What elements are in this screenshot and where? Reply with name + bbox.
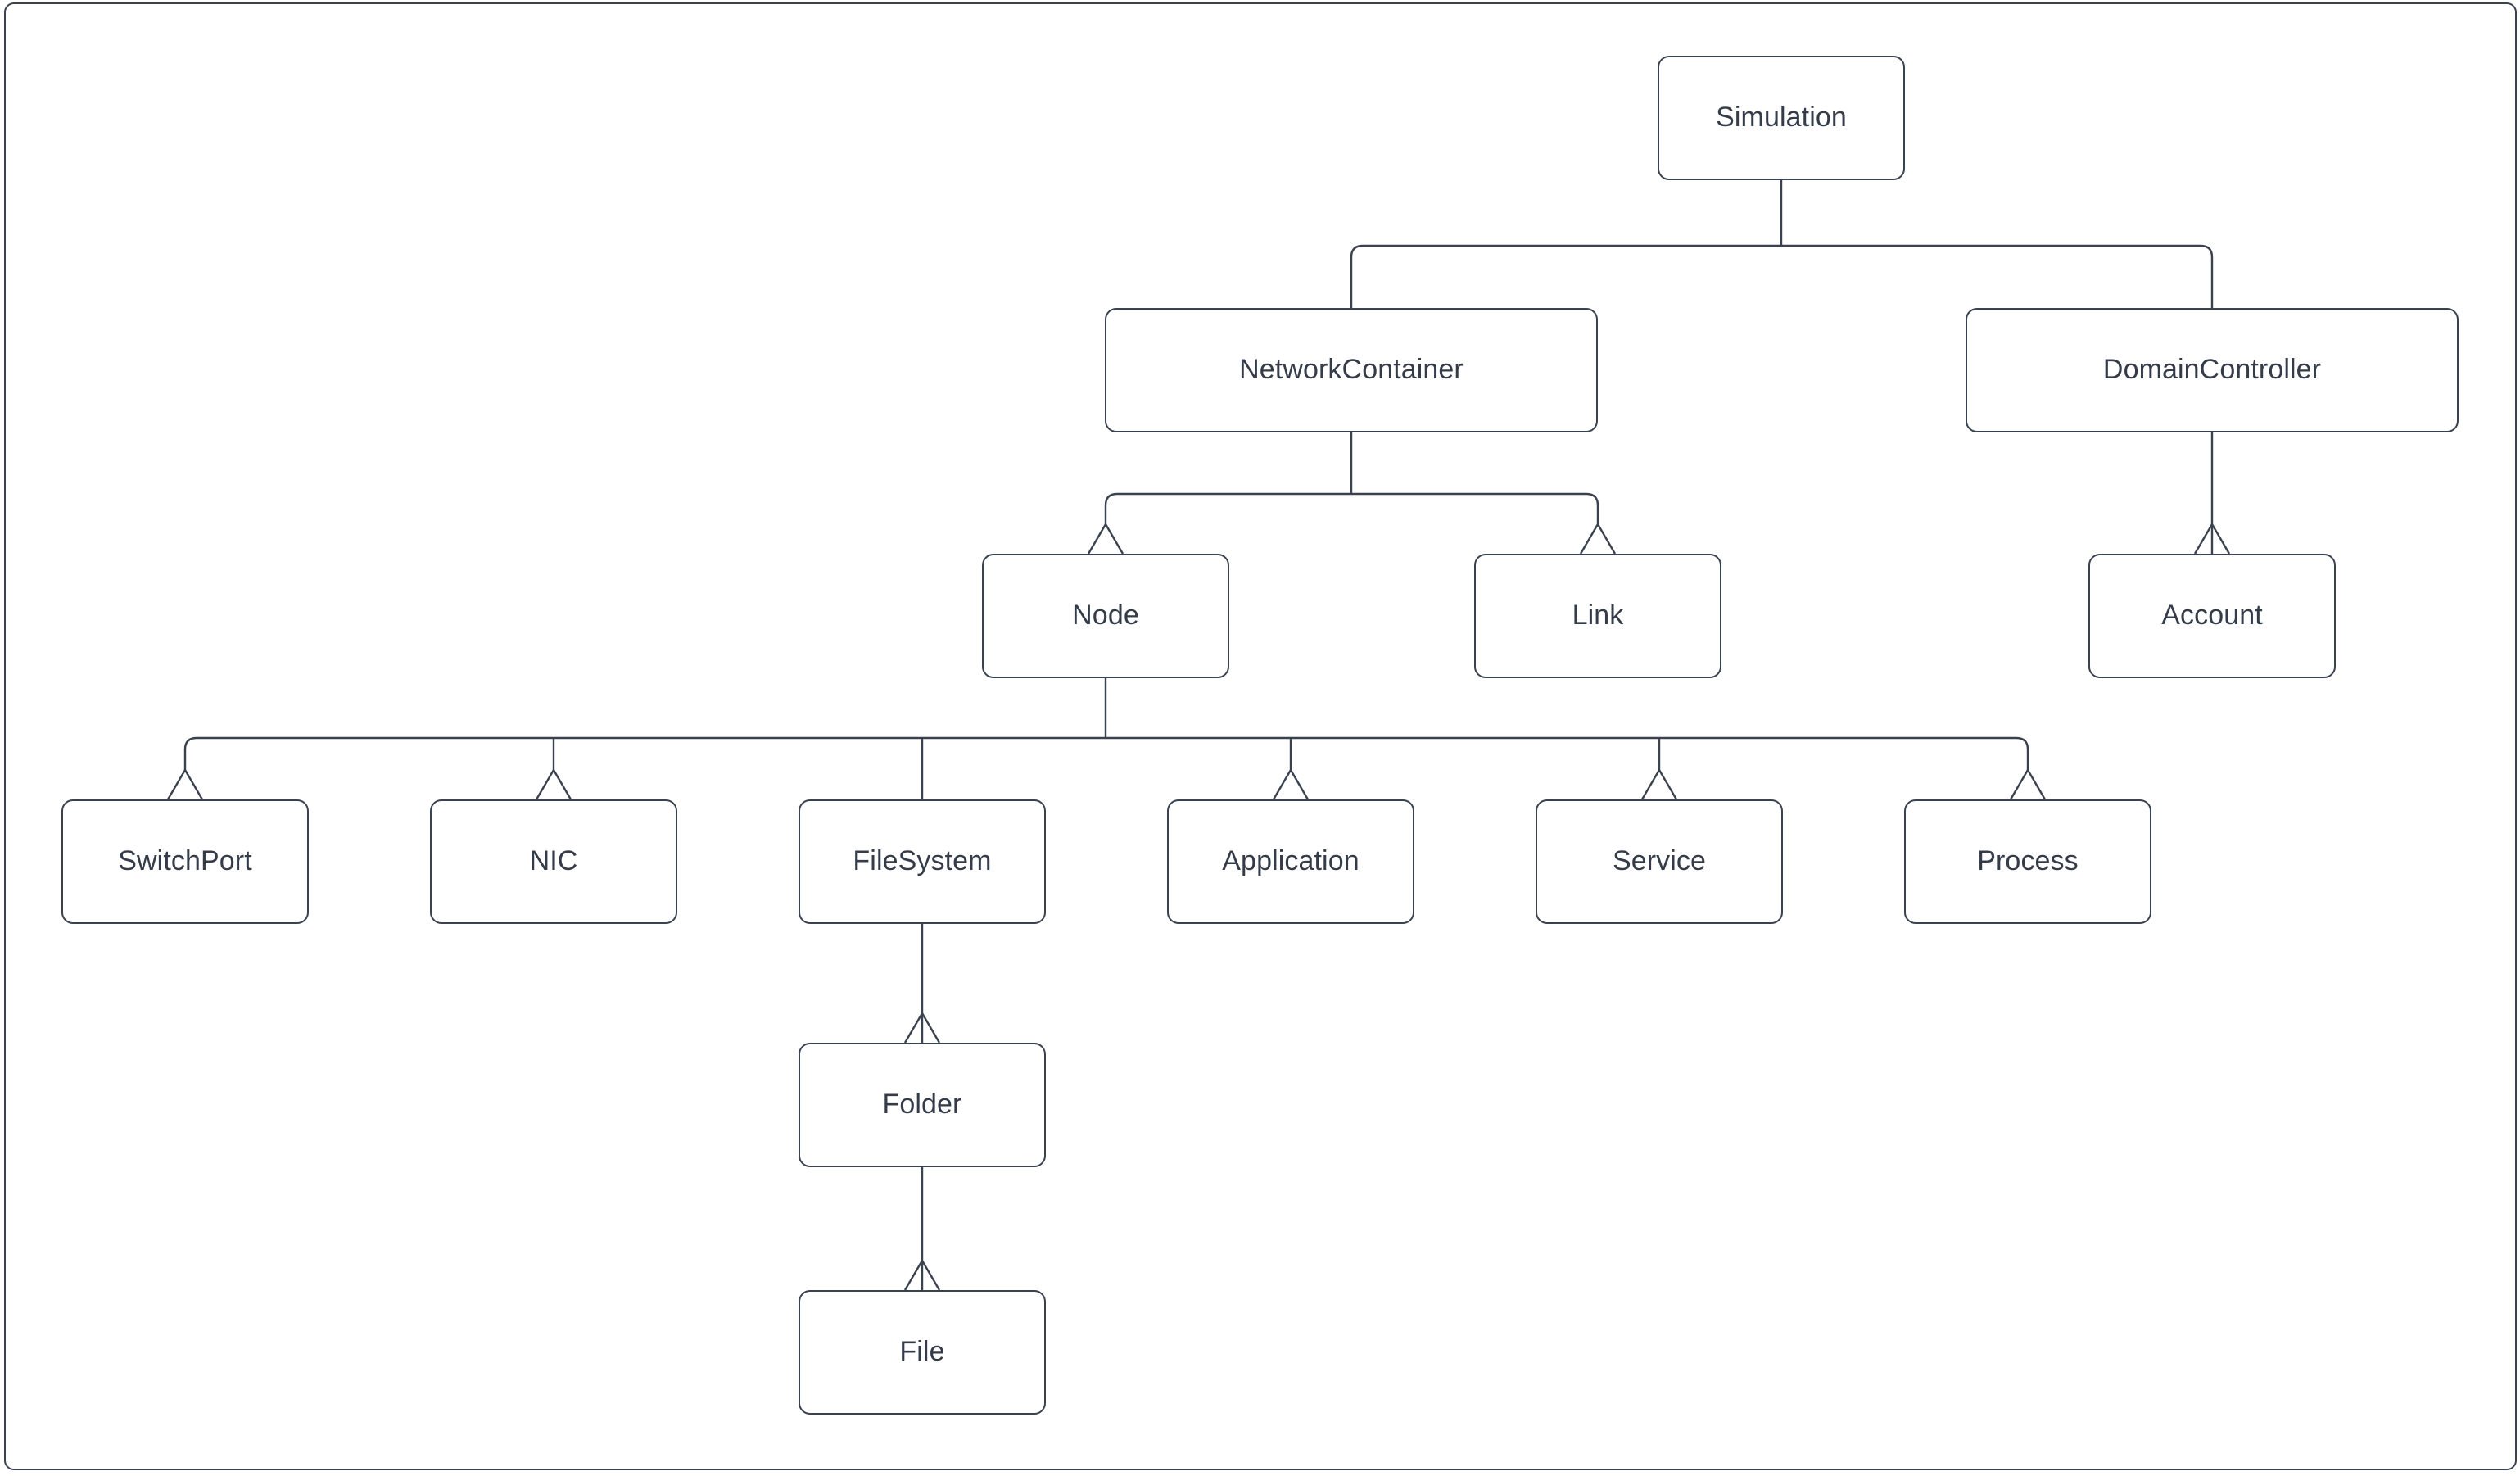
class-label-folder: Folder bbox=[883, 1089, 962, 1120]
canvas-frame bbox=[4, 2, 2517, 1470]
class-label-application: Application bbox=[1222, 846, 1359, 876]
class-box-service[interactable]: Service bbox=[1536, 799, 1783, 924]
class-box-process[interactable]: Process bbox=[1904, 799, 2151, 924]
class-label-process: Process bbox=[1977, 846, 2079, 876]
class-box-file[interactable]: File bbox=[799, 1290, 1046, 1415]
class-label-filesystem: FileSystem bbox=[853, 846, 991, 876]
class-label-nic: NIC bbox=[530, 846, 578, 876]
class-box-folder[interactable]: Folder bbox=[799, 1043, 1046, 1167]
class-label-file: File bbox=[899, 1337, 944, 1367]
class-box-node[interactable]: Node bbox=[982, 554, 1229, 678]
class-box-nic[interactable]: NIC bbox=[430, 799, 677, 924]
class-box-domaincontroller[interactable]: DomainController bbox=[1966, 308, 2459, 432]
class-label-link: Link bbox=[1572, 600, 1624, 631]
class-box-filesystem[interactable]: FileSystem bbox=[799, 799, 1046, 924]
class-box-application[interactable]: Application bbox=[1167, 799, 1414, 924]
class-box-switchport[interactable]: SwitchPort bbox=[61, 799, 309, 924]
class-label-networkcontainer: NetworkContainer bbox=[1239, 355, 1464, 385]
class-label-switchport: SwitchPort bbox=[118, 846, 252, 876]
class-box-link[interactable]: Link bbox=[1474, 554, 1721, 678]
class-box-account[interactable]: Account bbox=[2088, 554, 2336, 678]
class-label-node: Node bbox=[1072, 600, 1139, 631]
class-label-service: Service bbox=[1613, 846, 1706, 876]
class-label-simulation: Simulation bbox=[1716, 102, 1847, 133]
class-box-simulation[interactable]: Simulation bbox=[1658, 56, 1905, 180]
class-label-domaincontroller: DomainController bbox=[2103, 355, 2321, 385]
class-label-account: Account bbox=[2161, 600, 2263, 631]
class-box-networkcontainer[interactable]: NetworkContainer bbox=[1105, 308, 1598, 432]
